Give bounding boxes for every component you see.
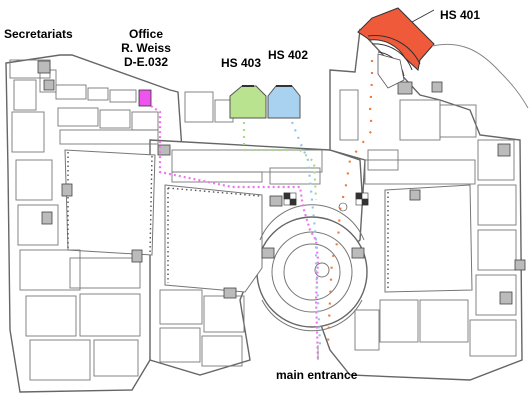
label-hs402: HS 402 <box>268 48 309 62</box>
label-secretariats: Secretariats <box>4 27 73 41</box>
stairs <box>37 60 526 305</box>
route-to-office <box>150 105 320 361</box>
courtyards <box>64 149 473 293</box>
hs401-hall <box>357 7 529 109</box>
label-office: Office R. Weiss D-E.032 <box>111 27 181 69</box>
office-r-weiss-room <box>138 89 152 107</box>
label-main-entrance: main entrance <box>276 368 358 382</box>
route-to-hs401 <box>326 60 374 346</box>
label-hs403: HS 403 <box>221 56 262 70</box>
label-office-line2: R. Weiss <box>121 41 171 55</box>
hs403-hall <box>229 85 267 119</box>
route-to-hs402 <box>290 121 322 346</box>
hs402-hall <box>267 85 301 119</box>
courtyard-columns <box>67 152 389 290</box>
route-to-hs403 <box>242 122 318 201</box>
rotunda <box>259 204 365 332</box>
room-partitions <box>9 59 323 381</box>
right-wing-partitions <box>339 89 517 357</box>
label-office-line1: Office <box>128 27 163 41</box>
label-hs401: HS 401 <box>440 8 481 22</box>
label-office-line3: D-E.032 <box>123 55 169 69</box>
